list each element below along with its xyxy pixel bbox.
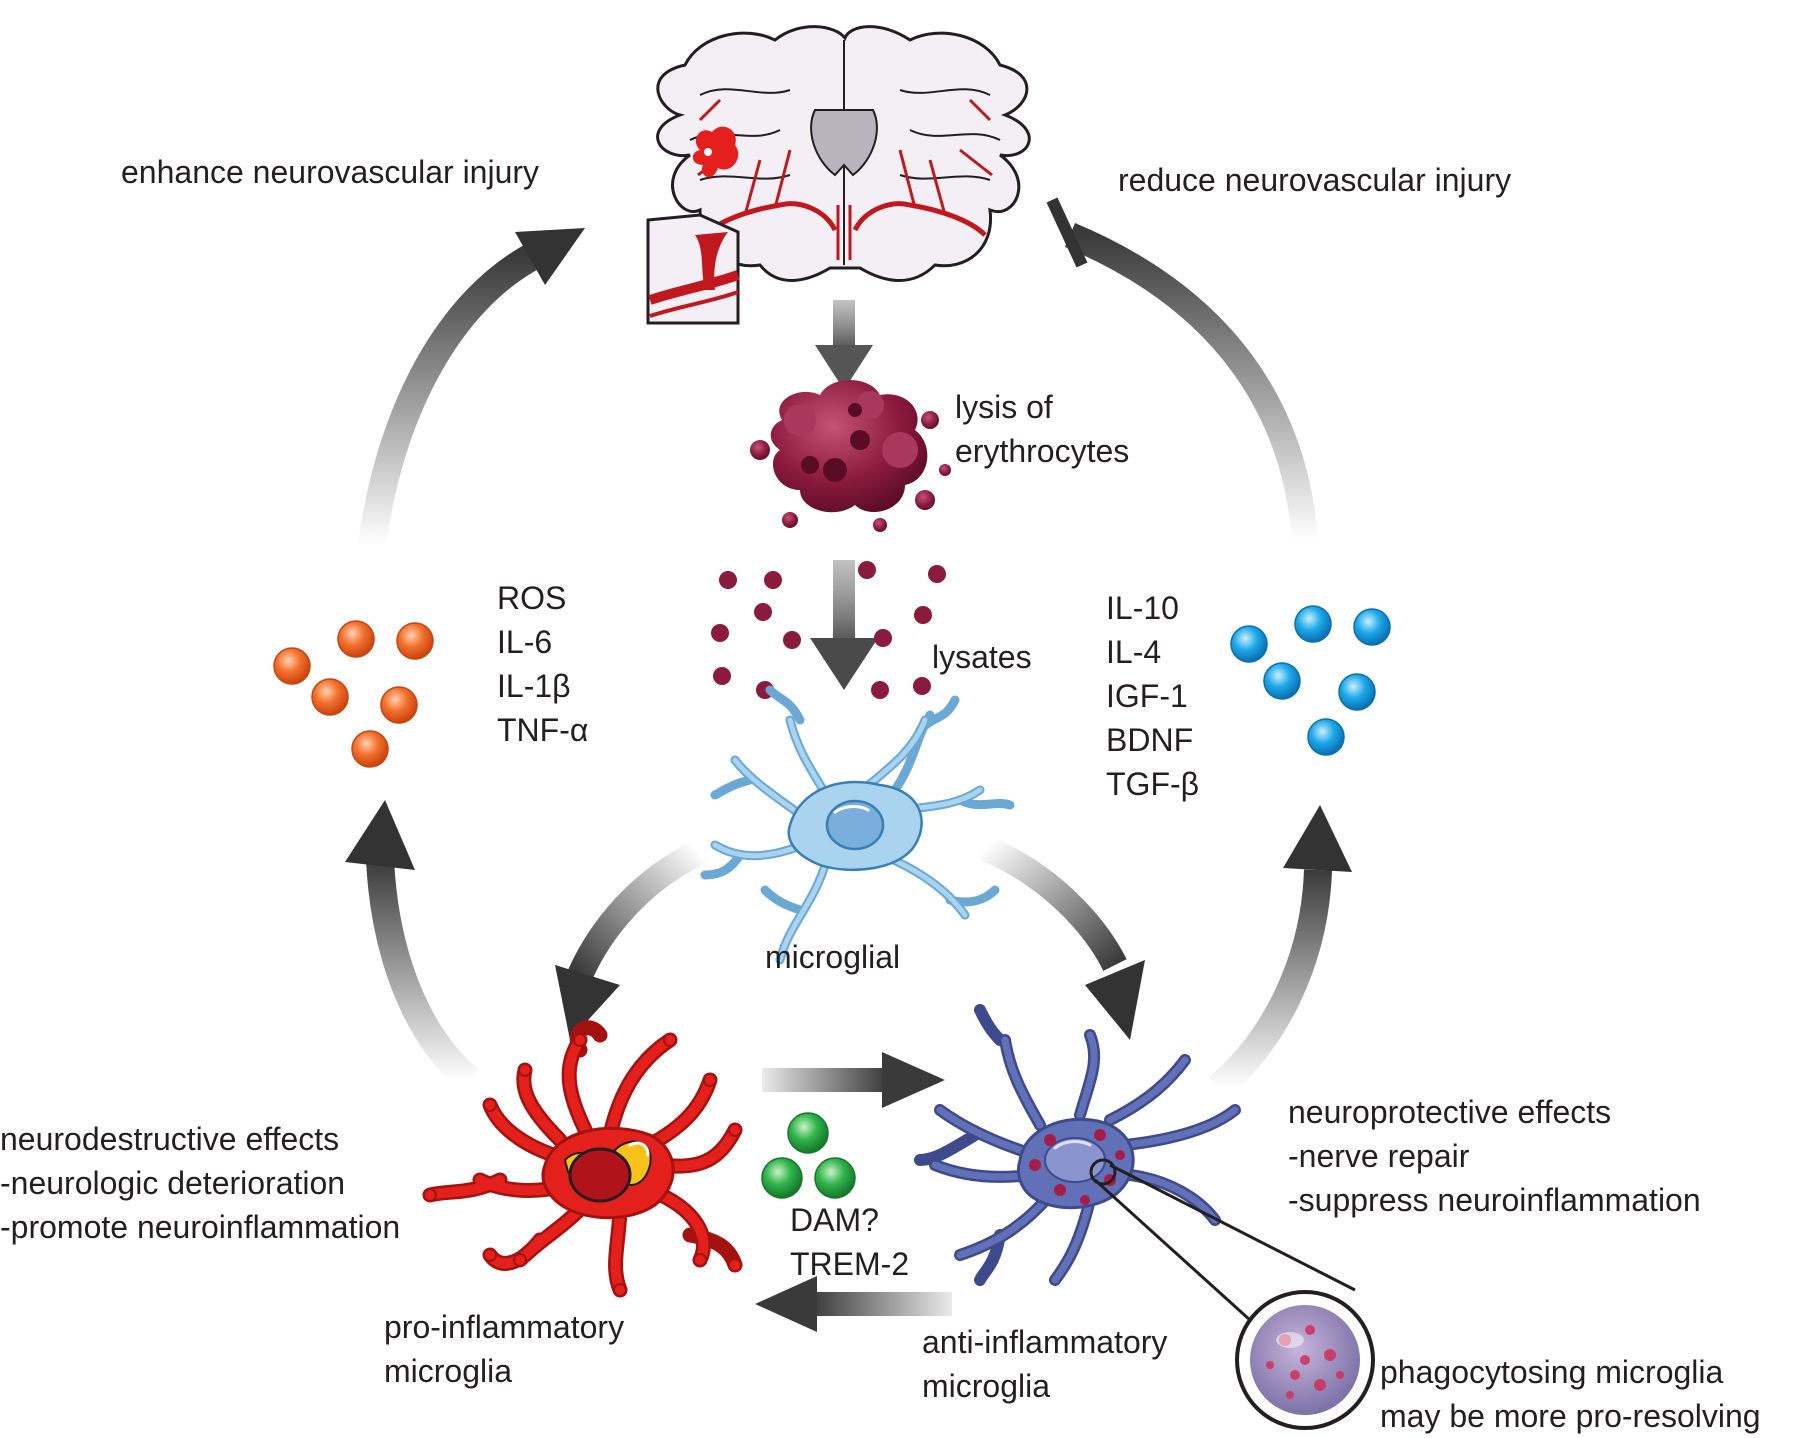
- pro-mediator-dot: [380, 686, 418, 724]
- label-anti-inflammatory: anti-inflammatory microglia: [922, 1320, 1167, 1408]
- lysate-dot: [913, 677, 931, 695]
- dam-label: DAM?: [790, 1202, 879, 1238]
- label-lysis-erythrocytes: lysis of erythrocytes: [955, 385, 1129, 473]
- label-pro-inflammatory: pro-inflammatory microglia: [384, 1305, 624, 1393]
- lysate-dot: [711, 624, 729, 642]
- label-pro-mediators: ROS IL-6 IL-1β TNF-α: [497, 576, 588, 752]
- lysate-dots: [711, 561, 946, 699]
- anti-mediator-4: BDNF: [1106, 722, 1194, 758]
- anti-mediator-dots: [1230, 605, 1391, 756]
- dam-dot: [761, 1157, 803, 1199]
- phagocytosing-line-1: phagocytosing microglia: [1380, 1354, 1724, 1390]
- arrow-pro-to-anti: [762, 1052, 945, 1108]
- brain-hemorrhage-icon: [646, 25, 1031, 325]
- anti-mediator-5: TGF-β: [1106, 766, 1200, 802]
- neuroprotective-title: neuroprotective effects: [1288, 1094, 1612, 1130]
- neuroprotective-item-2: -suppress neuroinflammation: [1288, 1182, 1701, 1218]
- pro-mediator-dot: [311, 678, 349, 716]
- arrow-to-anti: [979, 835, 1145, 1040]
- anti-mediator-dot: [1294, 605, 1332, 643]
- pro-inflammatory-line-1: pro-inflammatory: [384, 1309, 625, 1345]
- lysate-dot: [914, 606, 932, 624]
- neurodestructive-item-1: -neurologic deterioration: [0, 1165, 346, 1201]
- pro-mediator-dot: [337, 620, 375, 658]
- label-dam-trem2: DAM? TREM-2: [790, 1198, 909, 1286]
- pro-mediator-2: IL-6: [497, 624, 553, 660]
- label-enhance-injury: enhance neurovascular injury: [121, 154, 540, 190]
- neuroprotective-item-1: -nerve repair: [1288, 1138, 1470, 1174]
- label-phagocytosing: phagocytosing microglia may be more pro-…: [1380, 1350, 1761, 1438]
- lysate-dot: [871, 681, 889, 699]
- pro-mediator-1: ROS: [497, 580, 567, 616]
- lysate-dot: [928, 565, 946, 583]
- arrow-left-lower: [345, 800, 480, 1091]
- arrow-left-upper: [358, 228, 585, 547]
- lysing-erythrocyte-icon: [750, 380, 951, 532]
- arrow-anti-to-pro: [755, 1276, 952, 1332]
- phagocytosis-zoom-icon: [1093, 1163, 1375, 1430]
- label-neurodestructive: neurodestructive effects -neurologic det…: [0, 1117, 400, 1249]
- arrow-right-lower: [1208, 805, 1352, 1099]
- neurodestructive-item-2: -promote neuroinflammation: [0, 1209, 401, 1245]
- lysate-dot: [719, 571, 737, 589]
- dam-dot: [814, 1157, 856, 1199]
- anti-mediator-dot: [1307, 718, 1345, 756]
- anti-inflammatory-line-1: anti-inflammatory: [922, 1324, 1168, 1360]
- lysate-dot: [713, 667, 731, 685]
- dam-dot: [787, 1112, 829, 1154]
- pro-mediator-dot: [396, 622, 434, 660]
- anti-mediator-dot: [1353, 608, 1391, 646]
- pro-mediator-dots: [273, 620, 434, 768]
- pro-mediator-dot: [351, 730, 389, 768]
- lysate-dot: [783, 631, 801, 649]
- label-anti-mediators: IL-10 IL-4 IGF-1 BDNF TGF-β: [1106, 586, 1199, 806]
- lysate-dot: [764, 571, 782, 589]
- pro-inflammatory-microglia-icon: [422, 1020, 743, 1298]
- pro-mediator-4: TNF-α: [497, 712, 589, 748]
- label-microglial: microglial: [765, 939, 901, 975]
- label-lysis-line-1: lysis of: [955, 389, 1053, 425]
- anti-mediator-1: IL-10: [1106, 590, 1179, 626]
- arrow-lysis-to-microglia: [810, 560, 878, 690]
- dam-dots: [761, 1112, 856, 1199]
- label-lysis-line-2: erythrocytes: [955, 433, 1130, 469]
- anti-mediator-2: IL-4: [1106, 634, 1162, 670]
- pro-mediator-dot: [273, 647, 311, 685]
- arrow-to-pro: [555, 840, 706, 1040]
- anti-mediator-dot: [1263, 662, 1301, 700]
- pro-inflammatory-line-2: microglia: [384, 1353, 513, 1389]
- pro-mediator-3: IL-1β: [497, 668, 571, 704]
- label-lysates: lysates: [932, 639, 1032, 675]
- phagocytosing-line-2: may be more pro-resolving: [1380, 1398, 1761, 1434]
- label-reduce-injury: reduce neurovascular injury: [1118, 162, 1512, 198]
- anti-mediator-dot: [1230, 625, 1268, 663]
- anti-mediator-dot: [1338, 673, 1376, 711]
- lysate-dot: [754, 603, 772, 621]
- neurodestructive-title: neurodestructive effects: [0, 1121, 340, 1157]
- lysate-dot: [874, 629, 892, 647]
- arrow-brain-to-rbc: [815, 300, 873, 390]
- label-neuroprotective: neuroprotective effects -nerve repair -s…: [1288, 1090, 1701, 1222]
- lysate-dot: [858, 561, 876, 579]
- resting-microglia-icon: [700, 685, 1015, 965]
- arrow-right-upper-inhibit: [1046, 197, 1318, 542]
- anti-inflammatory-microglia-icon: [914, 1004, 1241, 1286]
- anti-mediator-3: IGF-1: [1106, 678, 1188, 714]
- trem2-label: TREM-2: [790, 1246, 910, 1282]
- anti-inflammatory-line-2: microglia: [922, 1368, 1051, 1404]
